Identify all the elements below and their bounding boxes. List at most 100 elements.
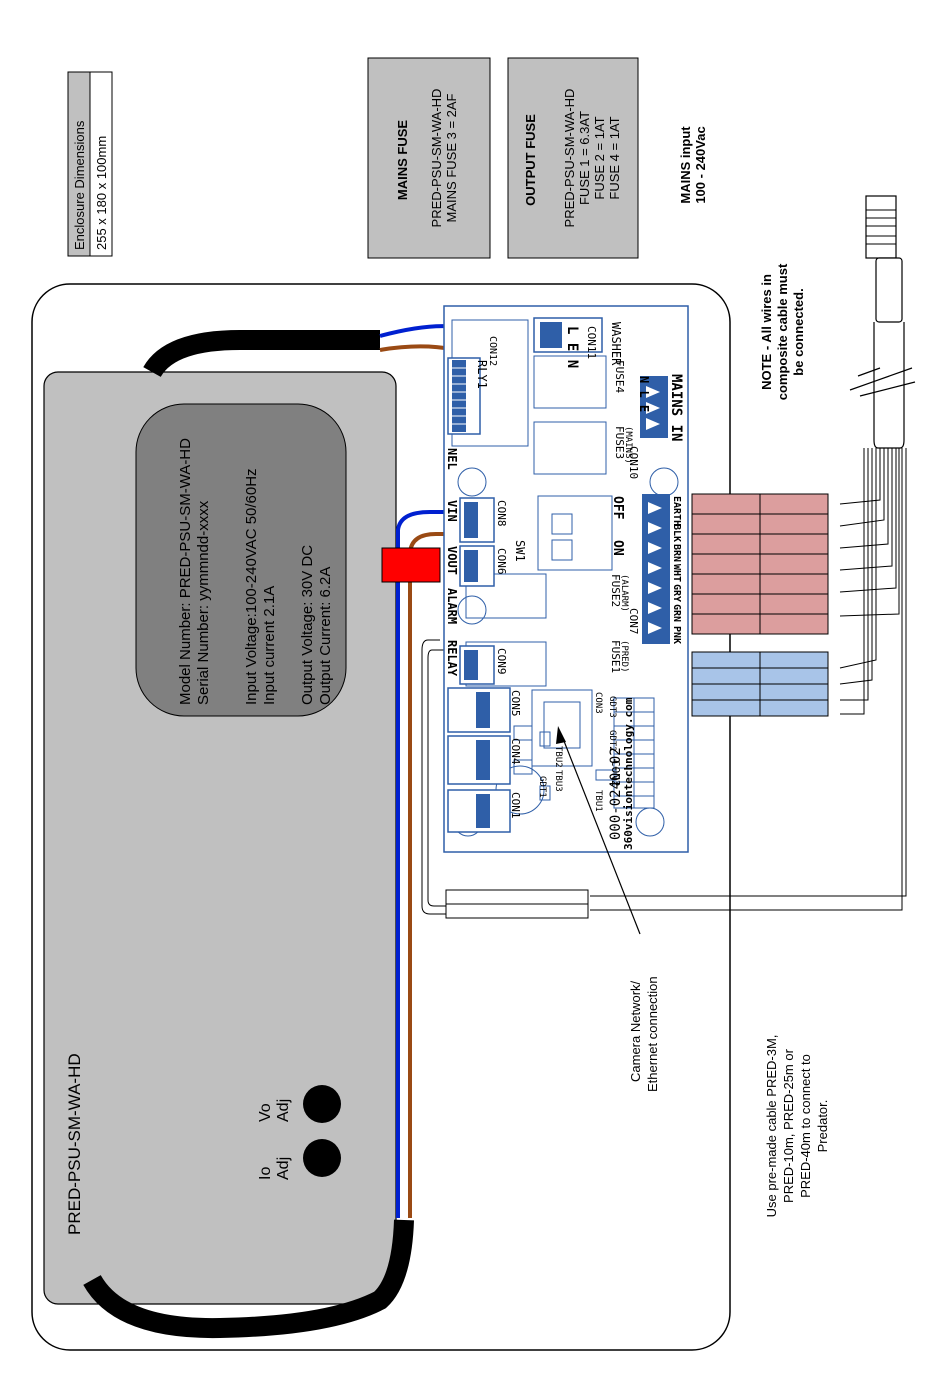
enclosure-value: 255 x 180 x 100mm bbox=[94, 136, 109, 250]
label-fuse2-sub: (ALARM) bbox=[619, 574, 629, 612]
enclosure-header: Enclosure Dimensions bbox=[72, 120, 87, 250]
blue-terminal-block bbox=[691, 651, 829, 717]
label-sw1: SW1 bbox=[513, 540, 527, 562]
label-con6: CON6 bbox=[495, 548, 508, 575]
label-fuse2: FUSE2 bbox=[609, 574, 622, 607]
note-line: NOTE - All wires in bbox=[759, 274, 774, 390]
psu-unit: Model Number: PRED-PSU-SM-WA-HD Serial N… bbox=[43, 371, 397, 1305]
output-fuse-line: PRED-PSU-SM-WA-HD bbox=[562, 89, 577, 228]
label-fuse1-sub: (PRED) bbox=[619, 640, 629, 673]
label-off: OFF bbox=[610, 496, 625, 520]
mains-input-line: 100 - 240Vac bbox=[693, 126, 708, 203]
red-terminal-block bbox=[691, 493, 829, 635]
red-heatshrink-sleeve bbox=[381, 547, 441, 583]
mains-fuse-box: MAINS FUSE PRED-PSU-SM-WA-HD MAINS FUSE … bbox=[367, 57, 491, 259]
pin-label: WHT bbox=[671, 564, 682, 582]
label-nel: NEL bbox=[445, 448, 459, 470]
camera-label-line: Ethernet connection bbox=[645, 976, 660, 1092]
composite-cable-note: NOTE - All wires in composite cable must… bbox=[759, 263, 806, 400]
label-con10: CON10 bbox=[627, 446, 640, 479]
cable-label-line: Use pre-made cable PRED-3M, bbox=[764, 1035, 779, 1218]
label-con11: CON11 bbox=[585, 326, 598, 359]
output-fuse-box: OUTPUT FUSE PRED-PSU-SM-WA-HD FUSE 1 = 6… bbox=[507, 57, 639, 259]
wire-brown-vout bbox=[408, 532, 448, 1218]
label-on: ON bbox=[610, 540, 625, 556]
pin-label: BLK bbox=[671, 524, 682, 542]
con12-terminal bbox=[447, 357, 481, 435]
label-fuse3: FUSE3 bbox=[613, 426, 626, 459]
output-fuse-line: FUSE 1 = 6.3AT bbox=[577, 111, 592, 205]
composite-wires bbox=[590, 448, 907, 911]
label-con3: CON3 bbox=[593, 692, 603, 714]
label-mains-pins: N L E bbox=[637, 376, 651, 412]
label-mains-in: MAINS IN bbox=[668, 374, 684, 441]
label-relay: RELAY bbox=[445, 640, 459, 677]
pin-label: BRN bbox=[671, 544, 682, 562]
pin-label: PNK bbox=[671, 626, 682, 644]
psu-label-plate bbox=[135, 403, 347, 717]
mains-fuse-line: MAINS FUSE 3 = 2AF bbox=[444, 93, 459, 222]
vo-label: Vo bbox=[257, 1103, 274, 1122]
signal-wires bbox=[421, 639, 446, 915]
camera-label-line: Camera Network/ bbox=[628, 980, 643, 1082]
pcb-part-number: 000-0240-02 bbox=[608, 747, 624, 840]
label-con12: CON12 bbox=[487, 336, 498, 366]
label-con5: CON5 bbox=[509, 690, 522, 717]
note-line: be connected. bbox=[791, 288, 806, 375]
mains-fuse-line: PRED-PSU-SM-WA-HD bbox=[429, 89, 444, 228]
label-fuse1: FUSE1 bbox=[609, 640, 622, 673]
mains-input-line: MAINS input bbox=[678, 126, 693, 204]
io-adj-label: Adj bbox=[275, 1157, 292, 1180]
psu-label-line: Model Number: PRED-PSU-SM-WA-HD bbox=[177, 438, 194, 705]
note-line: composite cable must bbox=[775, 263, 790, 400]
pcb-board: 000-0240-02 360visiontechnology.com RLY1… bbox=[443, 305, 689, 853]
camera-network-callout: Camera Network/ Ethernet connection bbox=[556, 726, 660, 1092]
label-tbu3: TBU3 bbox=[553, 770, 563, 792]
label-con8: CON8 bbox=[495, 500, 508, 527]
psu-label-line: Output Current: 6.2A bbox=[317, 567, 334, 705]
wire-blue-vin bbox=[396, 510, 448, 1218]
label-tbu2: TBU2 bbox=[553, 746, 563, 768]
pin-label: GRY bbox=[671, 584, 682, 602]
label-alarm: ALARM bbox=[445, 588, 459, 624]
label-con2: CON2 bbox=[609, 760, 622, 787]
mains-in-terminal bbox=[640, 376, 668, 438]
cable-gland-bottom bbox=[445, 889, 589, 919]
output-fuse-line: FUSE 4 = 1AT bbox=[607, 116, 622, 199]
psu-label-line: Input current 2.1A bbox=[261, 586, 278, 705]
cable-sleeves bbox=[83, 330, 414, 1339]
vo-adj-knob[interactable] bbox=[303, 1085, 341, 1123]
label-rly1: RLY1 bbox=[475, 360, 489, 389]
psu-label-line: Input Voltage:100-240VAC 50/60Hz bbox=[243, 468, 260, 705]
cable-label-line: PRED-10m, PRED-25m or bbox=[781, 1048, 796, 1203]
label-vout: VOUT bbox=[445, 546, 459, 575]
con7-terminal bbox=[642, 494, 670, 644]
vo-adj-label: Adj bbox=[275, 1099, 292, 1122]
pin-label: GRN bbox=[671, 604, 682, 622]
cable-label-line: PRED-40m to connect to bbox=[798, 1054, 813, 1198]
label-con9: CON9 bbox=[495, 648, 508, 675]
label-con7: CON7 bbox=[627, 608, 640, 635]
label-fuse4: FUSE4 bbox=[613, 360, 626, 393]
label-washer: WASHER bbox=[609, 322, 623, 366]
io-adj-knob[interactable] bbox=[303, 1139, 341, 1177]
psu-name: PRED-PSU-SM-WA-HD bbox=[65, 1053, 84, 1235]
label-gdt2: GDT2 bbox=[607, 730, 617, 752]
label-washer-pins: L E N bbox=[564, 326, 580, 368]
label-fuse3-sub: (MAINS) bbox=[623, 426, 633, 464]
pcb-website: 360visiontechnology.com bbox=[622, 697, 635, 850]
output-fuse-line: FUSE 2 = 1AT bbox=[592, 116, 607, 199]
label-vin: VIN bbox=[445, 500, 459, 522]
cable-instruction: Use pre-made cable PRED-3M, PRED-10m, PR… bbox=[764, 1035, 830, 1218]
psu-label-line: Output Voltage: 30V DC bbox=[299, 545, 316, 705]
output-fuse-title: OUTPUT FUSE bbox=[523, 114, 538, 206]
con11-terminal bbox=[533, 317, 603, 353]
sense-terminal-blocks bbox=[464, 502, 490, 828]
cable-label-line: Predator. bbox=[815, 1100, 830, 1153]
enclosure-outline bbox=[31, 283, 731, 1351]
label-tbu1: TBU1 bbox=[593, 790, 603, 812]
pin-label: EARTH bbox=[671, 496, 682, 526]
label-con4: CON4 bbox=[509, 738, 522, 765]
io-label: Io bbox=[257, 1167, 274, 1180]
